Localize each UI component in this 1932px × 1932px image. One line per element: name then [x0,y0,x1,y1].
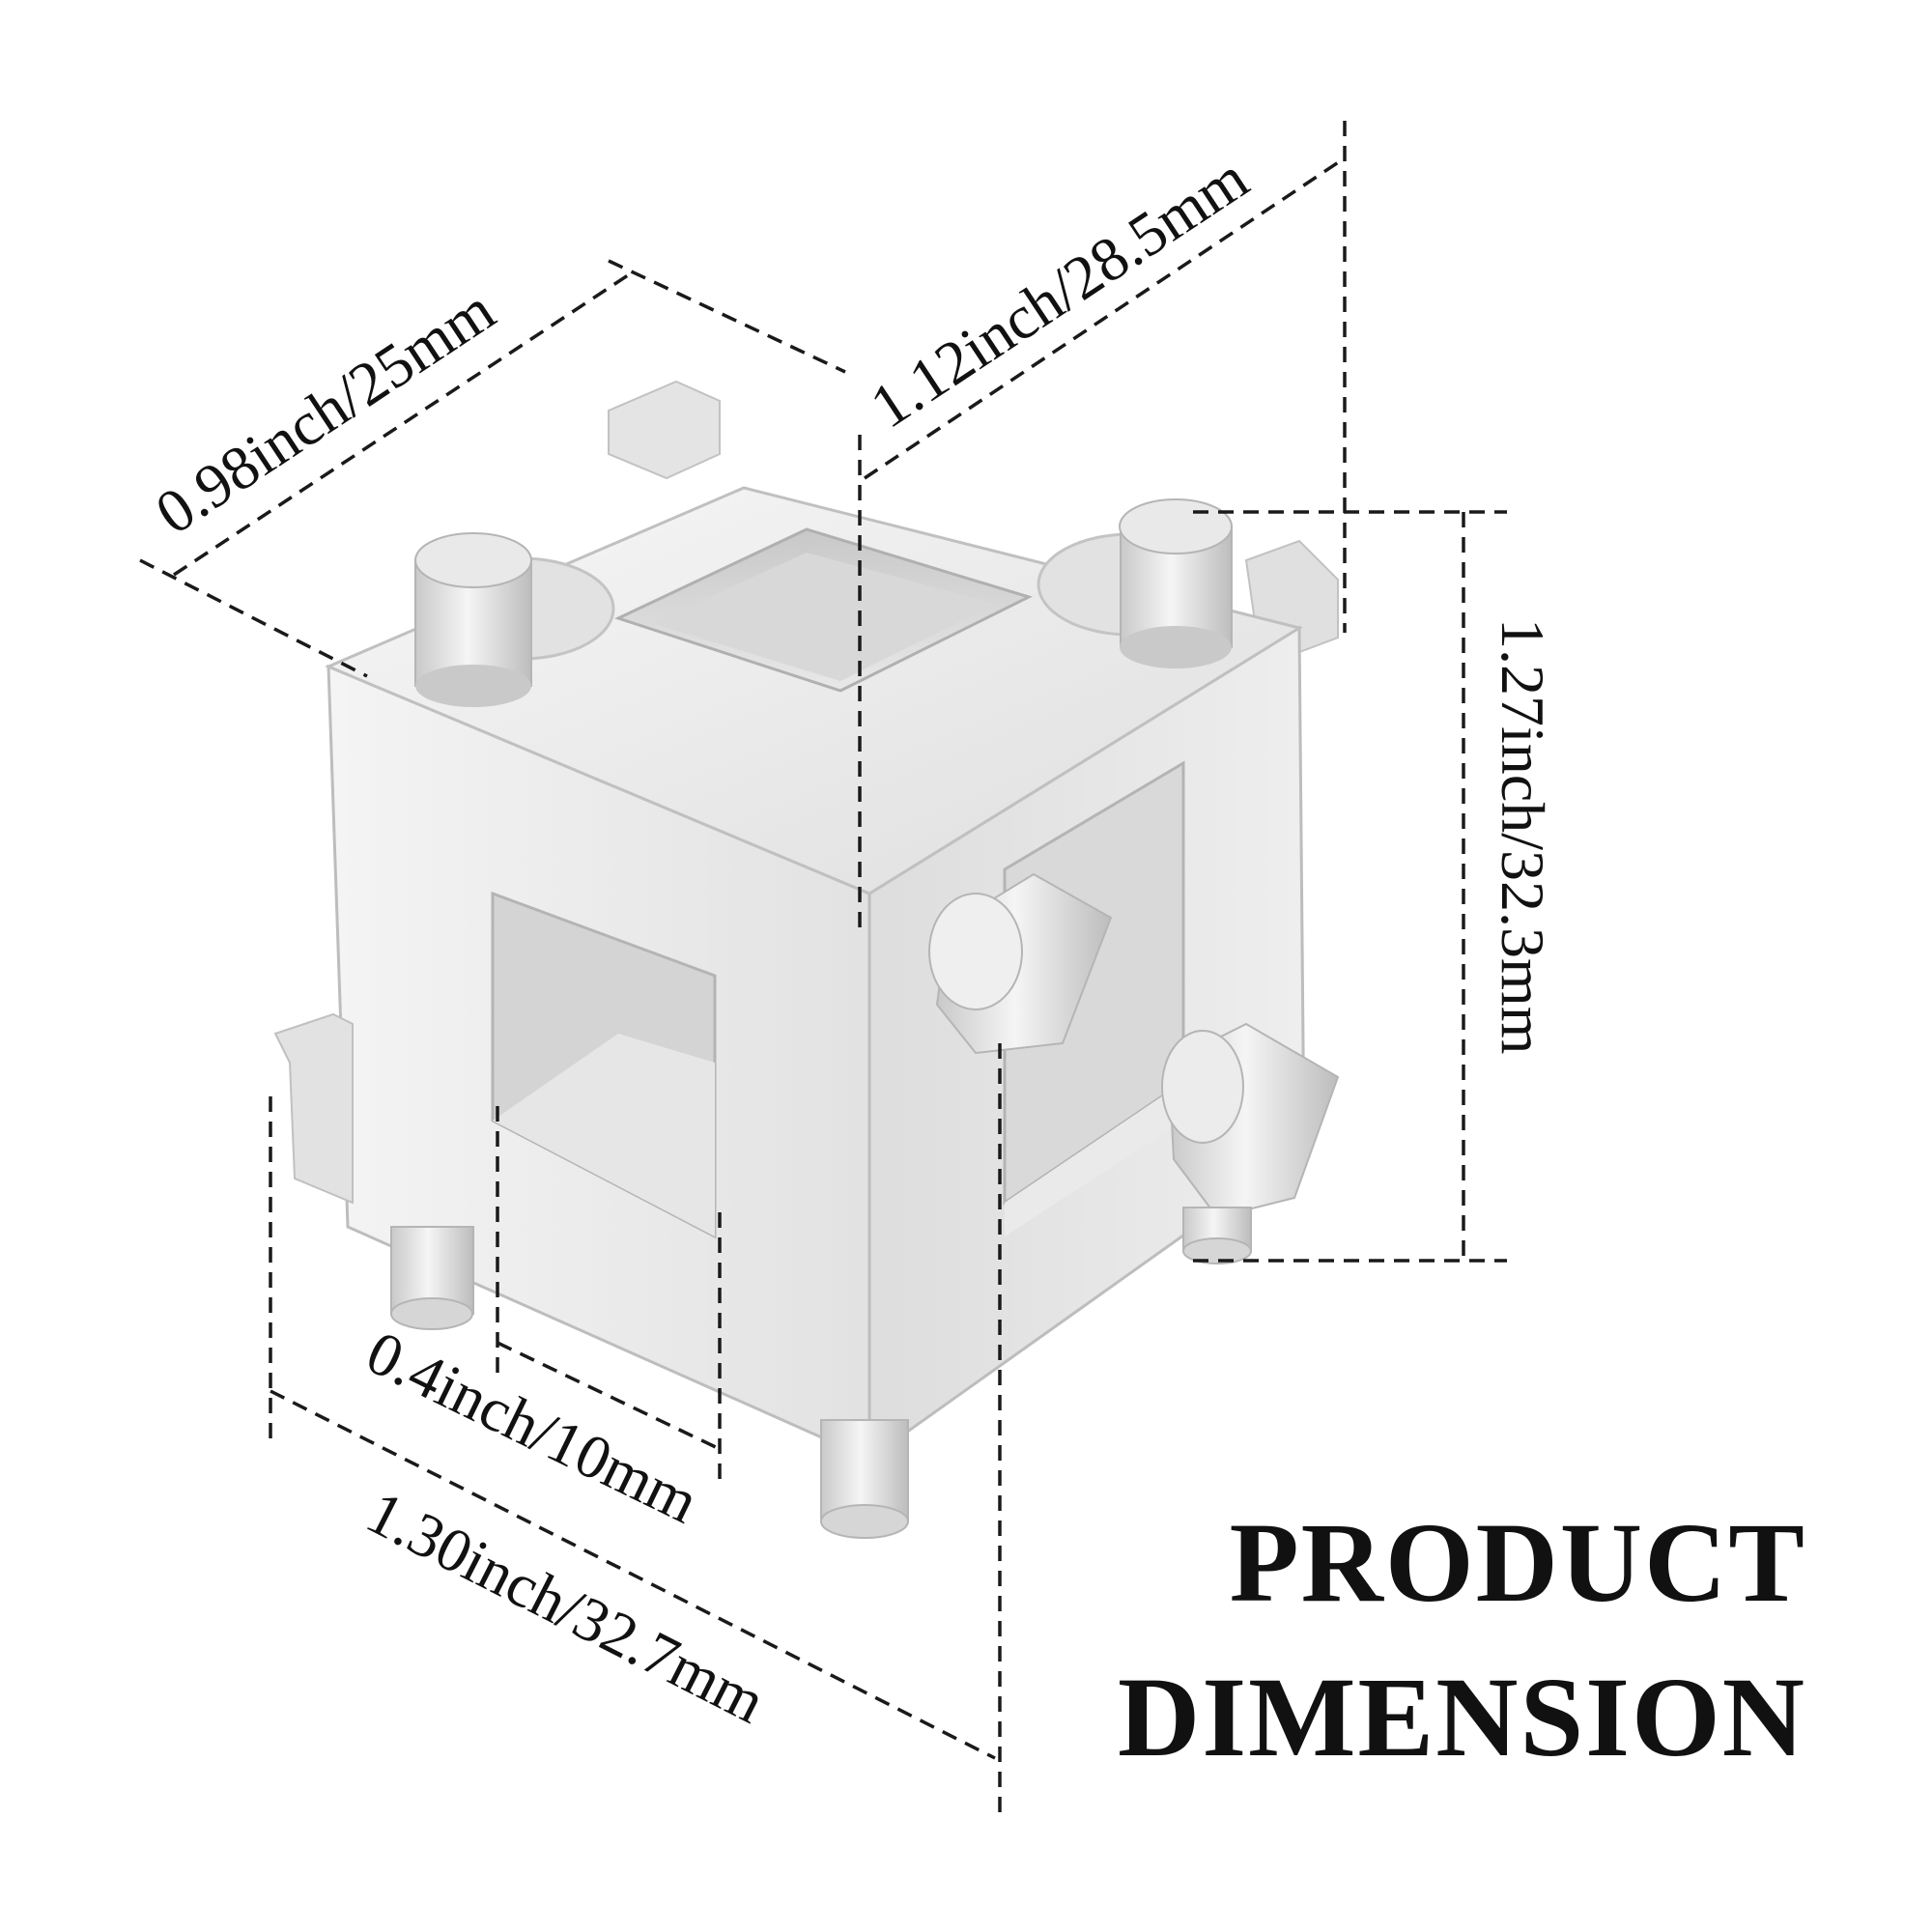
label-height: 1.27inch/32.3mm [1489,618,1557,1055]
label-top-width: 0.98inch/25mm [144,275,507,548]
label-overall-width: 1.30inch/32.7mm [356,1477,777,1736]
bottom-pin-center [820,1419,909,1539]
dim-ext-top-width-right [608,259,846,374]
dim-line-overall-width [270,1389,996,1760]
top-pin-left [414,532,532,707]
top-square-hole-inner [652,553,995,681]
dim-ext-top-width-left [139,558,368,678]
label-top-depth: 1.12inch/28.5mm [859,143,1261,440]
dim-line-top-width [173,273,629,577]
title-line-product: PRODUCT [1229,1499,1806,1626]
dimension-lines [139,121,1507,1821]
right-square-hole-floor [1005,1082,1183,1236]
dim-line-top-depth [864,157,1344,480]
side-pin-upper [928,872,1113,1055]
bottom-pin-left [390,1226,474,1330]
top-pin-right [1119,498,1233,668]
top-back-tab [608,380,721,480]
side-pin-lower [1161,1022,1340,1219]
title-line-dimension: DIMENSION [1118,1654,1806,1780]
left-square-hole-floor [493,1034,715,1236]
cube-tool-illustration [273,380,1340,1539]
left-bottom-tab [273,1012,354,1205]
bottom-pin-right [1182,1207,1252,1264]
dim-line-square-hole [497,1341,721,1451]
